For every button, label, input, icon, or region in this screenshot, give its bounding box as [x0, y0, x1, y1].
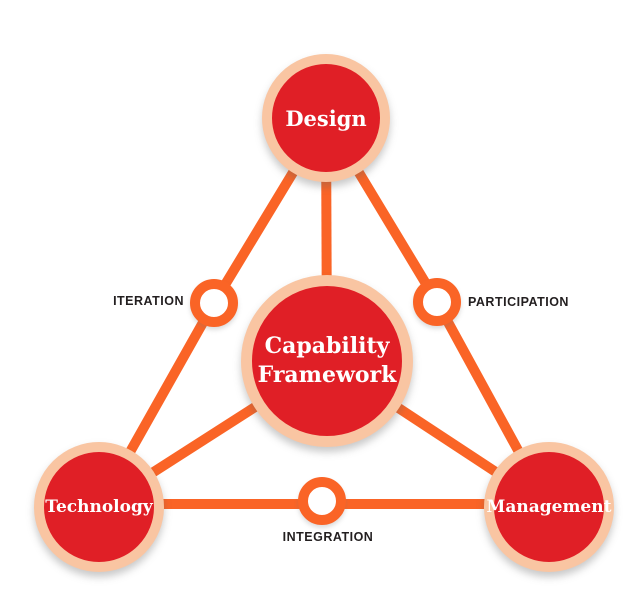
node-technology-label: Technology [45, 497, 153, 517]
connector-ring-participation [413, 278, 461, 326]
edge-label-participation: PARTICIPATION [468, 295, 569, 309]
node-capability-framework: Capability Framework [241, 275, 413, 447]
node-capability-framework-label: Capability Framework [257, 333, 397, 388]
node-design: Design [262, 54, 390, 182]
edge-label-iteration: ITERATION [113, 294, 184, 308]
node-design-label: Design [285, 105, 367, 131]
node-technology: Technology [34, 442, 164, 572]
connector-ring-integration [298, 477, 346, 525]
node-management-label: Management [486, 497, 612, 517]
connector-ring-iteration [190, 279, 238, 327]
edge-label-integration: INTEGRATION [282, 530, 374, 544]
node-management: Management [484, 442, 614, 572]
